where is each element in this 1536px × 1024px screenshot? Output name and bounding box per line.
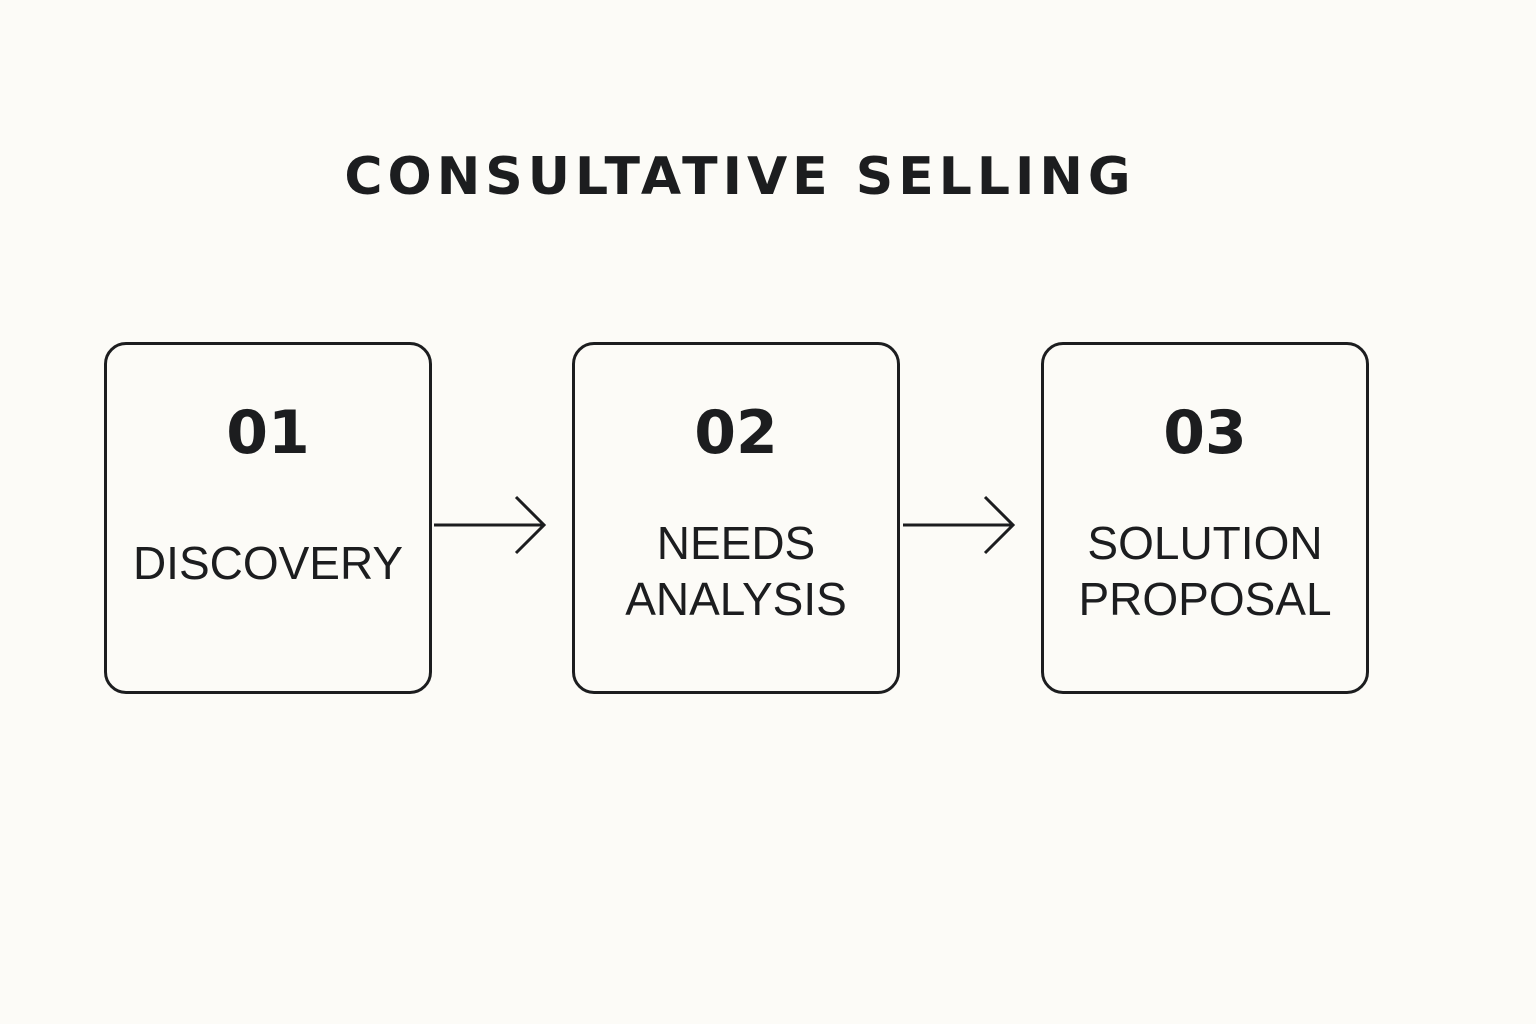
step-label: NEEDS ANALYSIS: [625, 517, 847, 625]
step-label: DISCOVERY: [132, 537, 404, 589]
step-box-discovery: 01 DISCOVERY: [104, 342, 432, 694]
step-number: 02: [694, 398, 778, 468]
diagram-title: CONSULTATIVE SELLING: [344, 147, 1136, 207]
step-box-needs-analysis: 02 NEEDS ANALYSIS: [572, 342, 900, 694]
step-number: 03: [1163, 398, 1247, 468]
step-box-solution-proposal: 03 SOLUTION PROPOSAL: [1041, 342, 1369, 694]
step-label: SOLUTION PROPOSAL: [1078, 517, 1332, 625]
step-number: 01: [226, 398, 310, 468]
arrow-right-icon: [434, 495, 547, 555]
arrow-right-icon: [903, 495, 1016, 555]
